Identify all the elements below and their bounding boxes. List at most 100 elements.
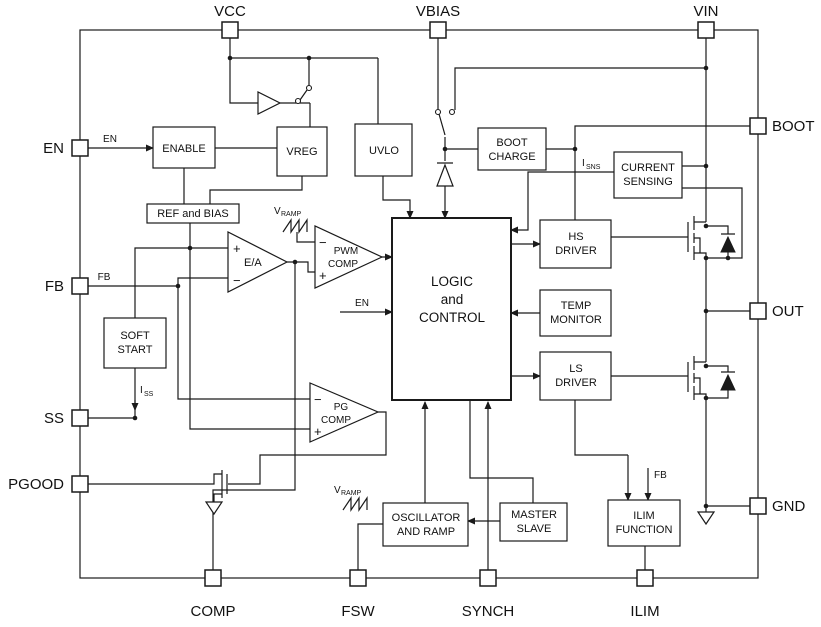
isns-label: I bbox=[582, 158, 585, 169]
logic-label: and bbox=[441, 292, 464, 307]
vramp-sub-label: RAMP bbox=[341, 490, 362, 497]
junction-dot bbox=[703, 223, 709, 229]
junction-dot bbox=[703, 308, 709, 314]
temp-monitor-block bbox=[539, 289, 612, 337]
junction-dot bbox=[227, 55, 233, 61]
vramp-sawtooth-icon bbox=[282, 218, 308, 234]
pin-label-en: EN bbox=[43, 140, 64, 157]
pg-plus: + bbox=[314, 424, 322, 439]
vramp-label: V bbox=[274, 206, 281, 217]
pin-fb bbox=[71, 277, 89, 295]
ilim-function-label: FUNCTION bbox=[616, 524, 673, 536]
hs-driver-label: DRIVER bbox=[555, 245, 597, 257]
soft-start-label: SOFT bbox=[120, 330, 150, 342]
pin-synch bbox=[479, 569, 497, 587]
junction-dot bbox=[703, 363, 709, 369]
current-sensing-label: CURRENT bbox=[621, 162, 675, 174]
pin-label-vbias: VBIAS bbox=[416, 3, 460, 20]
pin-vcc bbox=[221, 21, 239, 39]
pin-label-fb: FB bbox=[45, 278, 64, 295]
junction-dot bbox=[703, 503, 709, 509]
pin-label-vin: VIN bbox=[693, 3, 718, 20]
junction-dot bbox=[703, 163, 709, 169]
pin-label-fsw: FSW bbox=[341, 603, 375, 620]
ref-bias-label: REF and BIAS bbox=[157, 208, 229, 220]
fb-signal-label: FB bbox=[98, 272, 111, 283]
pg-minus: − bbox=[314, 392, 322, 407]
switch-contact-icon bbox=[294, 97, 302, 105]
pwm-minus: − bbox=[319, 235, 327, 250]
uvlo-label: UVLO bbox=[369, 145, 399, 157]
vramp-sub-label: RAMP bbox=[281, 211, 302, 218]
pg-label: PG bbox=[334, 402, 349, 413]
en-logic-label: EN bbox=[355, 298, 369, 309]
pin-label-out: OUT bbox=[772, 303, 804, 320]
pin-label-boot: BOOT bbox=[772, 118, 815, 135]
vreg-label: VREG bbox=[286, 146, 317, 158]
vramp-sawtooth-icon bbox=[342, 496, 368, 512]
iss-sub-label: SS bbox=[144, 391, 154, 398]
switch-contact-icon bbox=[448, 108, 456, 116]
master-slave-block bbox=[499, 502, 568, 542]
ea-minus: − bbox=[233, 273, 241, 288]
buffer-amp-icon bbox=[257, 91, 282, 115]
ls-body-diode-icon bbox=[720, 373, 736, 391]
junction-dot bbox=[187, 245, 193, 251]
ls-driver-label: DRIVER bbox=[555, 377, 597, 389]
pwm-plus: + bbox=[319, 268, 327, 283]
pin-boot bbox=[749, 117, 767, 135]
pin-ss bbox=[71, 409, 89, 427]
mosfet-lines bbox=[221, 216, 695, 498]
enable-label: ENABLE bbox=[162, 143, 205, 155]
wire bbox=[88, 38, 411, 213]
pin-label-ss: SS bbox=[44, 410, 64, 427]
pin-comp bbox=[204, 569, 222, 587]
pin-ilim bbox=[636, 569, 654, 587]
wire bbox=[88, 223, 387, 570]
amplifiers: + − E/A − + PWM COMP − + PG COMP bbox=[227, 225, 384, 443]
junction-dot bbox=[572, 146, 578, 152]
junction-dot bbox=[442, 146, 448, 152]
uvlo-block bbox=[354, 123, 413, 177]
oscillator-label: AND RAMP bbox=[397, 526, 455, 538]
logic-label: CONTROL bbox=[419, 310, 485, 325]
junction-dot bbox=[132, 415, 138, 421]
logic-label: LOGIC bbox=[431, 274, 473, 289]
hs-driver-label: HS bbox=[568, 231, 583, 243]
hs-body-diode-icon bbox=[720, 235, 736, 253]
oscillator-block bbox=[382, 502, 469, 547]
switch-contact-icon bbox=[434, 108, 442, 116]
vreg-block bbox=[276, 126, 328, 177]
pin-pgood bbox=[71, 475, 89, 493]
junction-dot bbox=[292, 259, 298, 265]
en-signal-label: EN bbox=[103, 134, 117, 145]
master-slave-label: MASTER bbox=[511, 509, 557, 521]
temp-monitor-label: MONITOR bbox=[550, 314, 602, 326]
pin-gnd bbox=[749, 497, 767, 515]
pin-label-gnd: GND bbox=[772, 498, 806, 515]
pin-vbias bbox=[429, 21, 447, 39]
function-blocks: ENABLE VREG UVLO BOOT CHARGE CURRENT SEN… bbox=[103, 123, 683, 547]
pin-label-synch: SYNCH bbox=[462, 603, 515, 620]
pins: VCC VBIAS VIN EN FB SS PGOOD BOOT OUT GN… bbox=[8, 3, 814, 620]
pg-label: COMP bbox=[321, 415, 351, 426]
switch-contact-icon bbox=[305, 84, 313, 92]
wire bbox=[88, 400, 649, 570]
boot-charge-label: CHARGE bbox=[488, 151, 535, 163]
master-slave-label: SLAVE bbox=[517, 523, 552, 535]
ground-icon bbox=[204, 501, 224, 516]
switch-levers bbox=[299, 89, 446, 136]
current-sensing-block bbox=[613, 151, 683, 199]
error-amp-icon bbox=[227, 231, 289, 293]
junction-dot bbox=[703, 65, 709, 71]
diode-icon bbox=[436, 163, 454, 187]
pin-label-pgood: PGOOD bbox=[8, 476, 64, 493]
temp-monitor-label: TEMP bbox=[561, 300, 592, 312]
pin-out bbox=[749, 302, 767, 320]
ilim-function-label: ILIM bbox=[633, 510, 654, 522]
isns-sub-label: SNS bbox=[586, 164, 601, 171]
pin-en bbox=[71, 139, 89, 157]
current-sensing-label: SENSING bbox=[623, 176, 673, 188]
